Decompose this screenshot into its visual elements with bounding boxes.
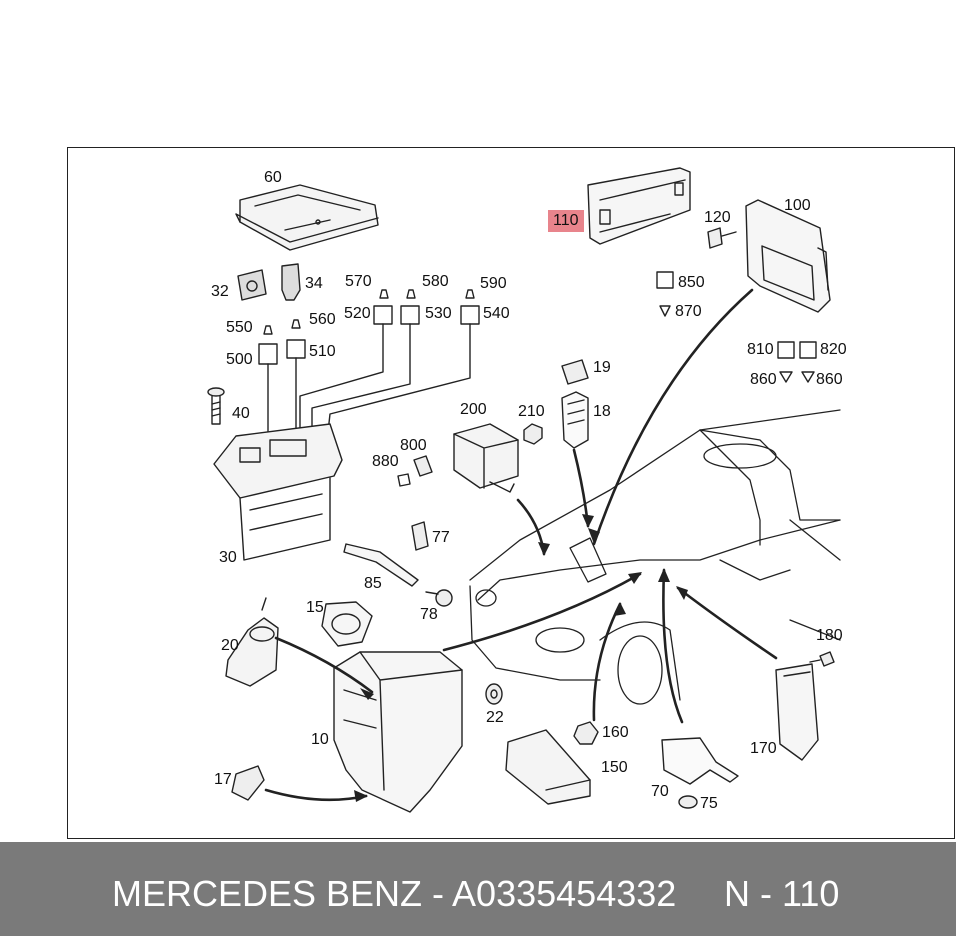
label-30: 30 xyxy=(219,549,237,566)
part-32-relay xyxy=(237,269,267,301)
label-70: 70 xyxy=(651,783,669,800)
part-40-screw xyxy=(207,387,225,425)
part-120-bolt xyxy=(707,227,737,249)
part-200-relay-box xyxy=(453,423,519,493)
label-40: 40 xyxy=(232,405,250,422)
label-850: 850 xyxy=(678,274,705,291)
label-590: 590 xyxy=(480,275,507,292)
terminals xyxy=(258,271,817,383)
arrow-heads xyxy=(354,514,688,802)
part-210-nut xyxy=(523,423,543,445)
footer-bar xyxy=(0,842,956,936)
label-500: 500 xyxy=(226,351,253,368)
part-160-nut xyxy=(573,721,599,745)
part-30-fuse-block xyxy=(213,423,343,561)
label-800: 800 xyxy=(400,437,427,454)
part-17-nozzle xyxy=(231,765,265,801)
label-75: 75 xyxy=(700,795,718,812)
label-820: 820 xyxy=(820,341,847,358)
part-15-clamp xyxy=(321,601,373,647)
part-22-grommet xyxy=(485,683,503,705)
label-77: 77 xyxy=(432,529,450,546)
footer-position-number: N - 110 xyxy=(724,873,840,914)
label-210: 210 xyxy=(518,403,545,420)
label-170: 170 xyxy=(750,740,777,757)
part-800-connector xyxy=(413,455,433,477)
label-860-left: 860 xyxy=(750,371,777,388)
label-34: 34 xyxy=(305,275,323,292)
label-860-right: 860 xyxy=(816,371,843,388)
label-100: 100 xyxy=(784,197,811,214)
label-32: 32 xyxy=(211,283,229,300)
label-19: 19 xyxy=(593,359,611,376)
part-180-screw xyxy=(809,651,835,667)
label-540: 540 xyxy=(483,305,510,322)
label-110-highlighted: 110 xyxy=(548,210,584,232)
part-85-bracket xyxy=(343,543,419,587)
part-19 xyxy=(561,359,589,385)
part-77-clip xyxy=(411,521,429,551)
leader-lines xyxy=(267,323,471,433)
label-85: 85 xyxy=(364,575,382,592)
footer-part-number: MERCEDES BENZ - A0335454332 xyxy=(112,873,677,914)
label-160: 160 xyxy=(602,724,629,741)
label-10: 10 xyxy=(311,731,329,748)
part-70-bracket xyxy=(661,737,739,785)
part-10-reservoir xyxy=(333,651,463,813)
label-570: 570 xyxy=(345,273,372,290)
label-520: 520 xyxy=(344,305,371,322)
part-170-module xyxy=(775,663,819,761)
label-510: 510 xyxy=(309,343,336,360)
label-15: 15 xyxy=(306,599,324,616)
part-880-pin xyxy=(397,473,411,487)
label-870: 870 xyxy=(675,303,702,320)
part-110-control-unit xyxy=(587,167,691,245)
part-150-cover xyxy=(505,729,591,805)
label-60: 60 xyxy=(264,169,282,186)
part-34-relay xyxy=(281,263,301,301)
label-150: 150 xyxy=(601,759,628,776)
label-810: 810 xyxy=(747,341,774,358)
label-560: 560 xyxy=(309,311,336,328)
label-120: 120 xyxy=(704,209,731,226)
part-20-pump xyxy=(225,597,279,687)
part-75-grommet xyxy=(678,795,698,809)
label-580: 580 xyxy=(422,273,449,290)
label-18: 18 xyxy=(593,403,611,420)
leader-arrows xyxy=(264,288,778,802)
label-530: 530 xyxy=(425,305,452,322)
car-outline xyxy=(469,409,841,705)
label-17: 17 xyxy=(214,771,232,788)
label-20: 20 xyxy=(221,637,239,654)
label-22: 22 xyxy=(486,709,504,726)
part-100-module xyxy=(745,199,831,313)
label-180: 180 xyxy=(816,627,843,644)
part-18 xyxy=(561,391,589,449)
label-880: 880 xyxy=(372,453,399,470)
label-200: 200 xyxy=(460,401,487,418)
parts-diagram xyxy=(207,167,841,813)
part-78-screw xyxy=(425,589,453,607)
label-78: 78 xyxy=(420,606,438,623)
label-550: 550 xyxy=(226,319,253,336)
part-60-cover xyxy=(235,184,379,251)
